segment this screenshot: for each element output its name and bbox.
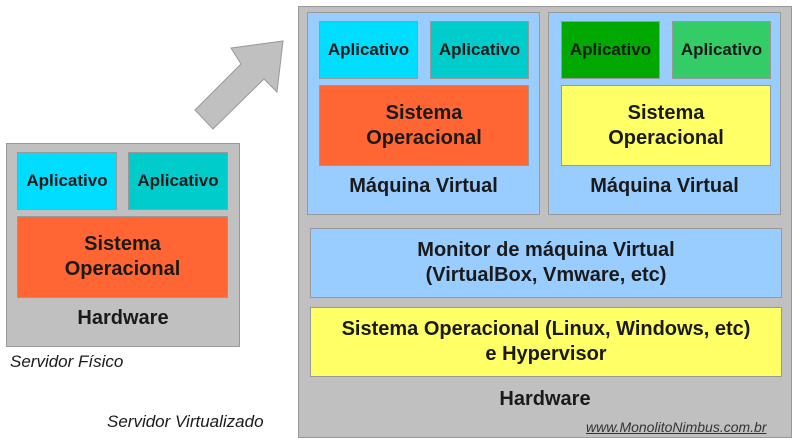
vm1-label: Máquina Virtual — [349, 175, 498, 197]
vm2-os: Sistema Operacional — [561, 85, 771, 166]
vm-monitor: Monitor de máquina Virtual (VirtualBox, … — [310, 228, 782, 298]
vm1-app-2: Aplicativo — [430, 21, 529, 79]
virtual-hardware-label: Hardware — [499, 388, 591, 410]
vm2-label: Máquina Virtual — [590, 175, 739, 197]
physical-app-1: Aplicativo — [17, 152, 117, 210]
physical-app-2: Aplicativo — [128, 152, 228, 210]
physical-os: Sistema Operacional — [17, 216, 228, 298]
host-os-hypervisor: Sistema Operacional (Linux, Windows, etc… — [310, 307, 782, 377]
vm2-app-1: Aplicativo — [561, 21, 660, 79]
physical-caption: Servidor Físico — [10, 352, 124, 371]
physical-hardware-label: Hardware — [77, 307, 169, 329]
vm1-os: Sistema Operacional — [319, 85, 529, 166]
vm1-app-1: Aplicativo — [319, 21, 418, 79]
watermark-link[interactable]: www.MonolitoNimbus.com.br — [586, 419, 767, 435]
virtual-caption: Servidor Virtualizado — [107, 412, 264, 431]
vm2-app-2: Aplicativo — [672, 21, 771, 79]
